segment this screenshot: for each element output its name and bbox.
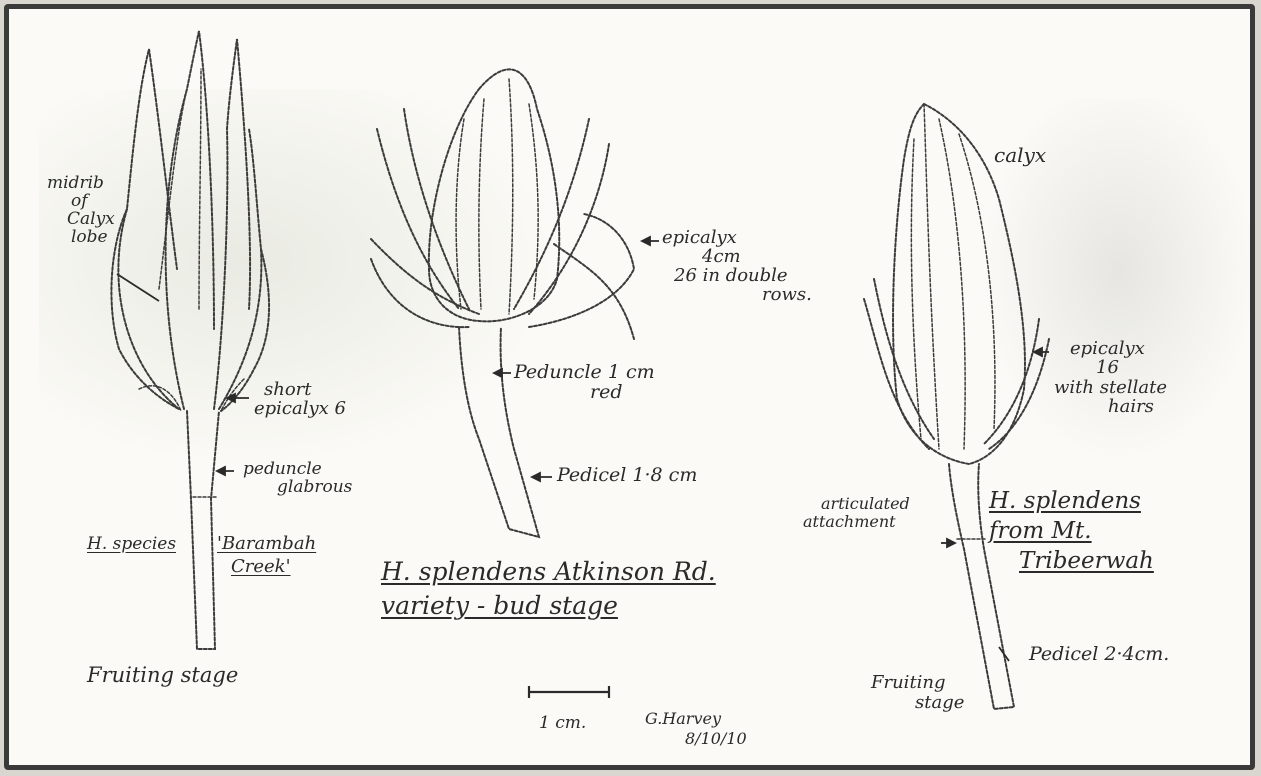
left-locality: 'Barambah Creek' [217, 533, 316, 578]
right-title: H. splendens from Mt. Tribeerwah [989, 487, 1154, 577]
pedicel-1-8-label: Pedicel 1·8 cm [557, 466, 697, 486]
left-peduncle-drawing [187, 411, 219, 649]
midrib-label: midrib of Calyx lobe [47, 175, 115, 246]
scale-bar [529, 686, 609, 698]
scale-bar-label: 1 cm. [539, 715, 586, 733]
epicalyx-4cm-label: epicalyx 4cm 26 in double rows. [662, 229, 812, 305]
signature: G.Harvey 8/10/10 [645, 709, 747, 749]
middle-title: H. splendens Atkinson Rd. variety - bud … [381, 555, 716, 623]
peduncle-red-label: Peduncle 1 cm red [514, 363, 655, 403]
articulated-attachment-label: articulated attachment [803, 495, 910, 532]
left-stage-label: Fruiting stage [87, 664, 238, 686]
pedicel-2-4-label: Pedicel 2·4cm. [1029, 645, 1169, 665]
left-species-name: H. species [87, 536, 176, 554]
middle-bud-drawing [371, 69, 634, 339]
left-calyx-drawing [111, 31, 269, 411]
short-epicalyx-label: short epicalyx 6 [254, 381, 346, 419]
right-stage-label: Fruiting stage [871, 673, 964, 713]
epicalyx-16-label: epicalyx 16 with stellate hairs [1054, 339, 1167, 417]
illustration-sheet: midrib of Calyx lobe short epicalyx 6 pe… [4, 4, 1255, 770]
peduncle-glabrous-label: peduncle glabrous [237, 461, 352, 497]
calyx-label: calyx [994, 145, 1046, 166]
middle-peduncle-drawing [459, 327, 539, 537]
